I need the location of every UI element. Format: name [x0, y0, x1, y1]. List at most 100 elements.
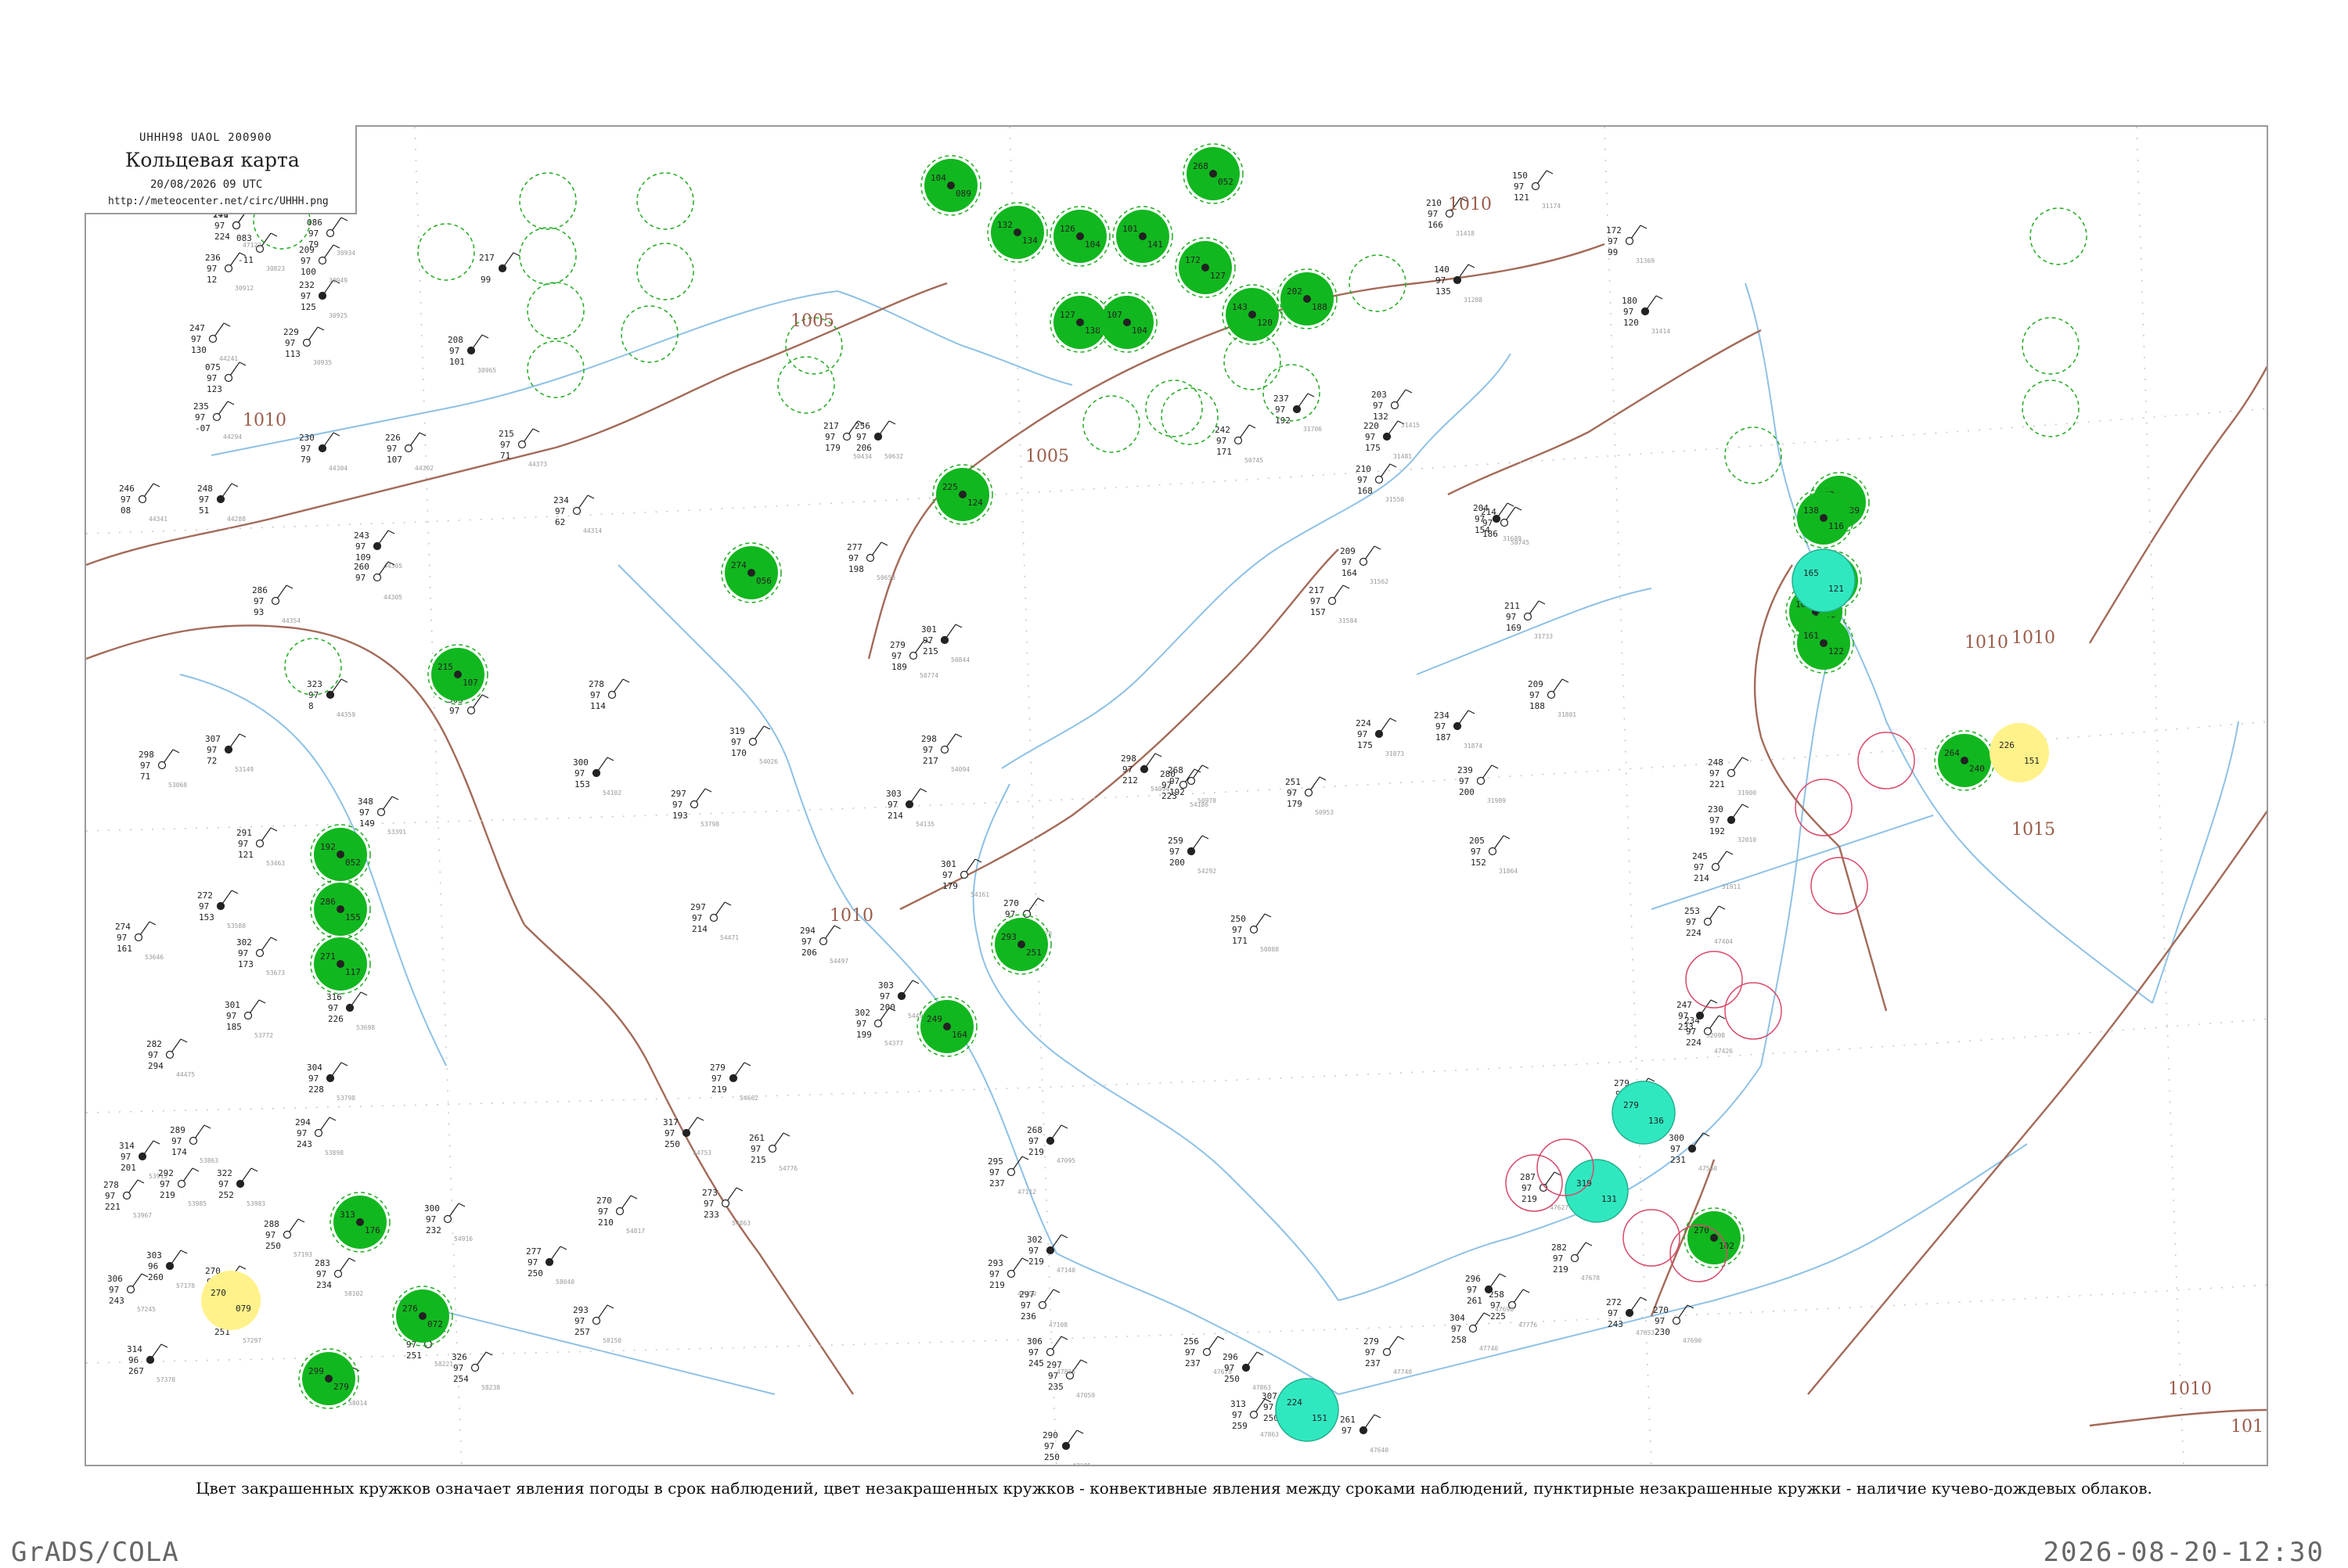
temperature-value: 277 — [526, 1246, 542, 1257]
temperature-value: 234 — [1434, 710, 1449, 721]
pressure-value: 260 — [148, 1272, 164, 1282]
temperature-value: 286 — [252, 585, 268, 595]
pressure-value: 125 — [301, 302, 316, 312]
cloud-cover-icon — [1201, 264, 1209, 272]
wind-barb-flag — [1389, 463, 1397, 468]
cloud-cover-icon — [373, 541, 382, 551]
temperature-value: 217 — [479, 253, 495, 263]
cumulonimbus-ring — [519, 227, 577, 285]
pressure-value: 100 — [301, 267, 316, 277]
dew-point-value: 97 — [1028, 1246, 1039, 1256]
pressure-value: 250 — [1044, 1452, 1060, 1462]
wind-barb-flag — [153, 483, 160, 487]
wind-barb-flag — [1397, 420, 1405, 425]
temperature-value: 278 — [589, 679, 604, 689]
temperature-value: 303 — [886, 789, 902, 799]
station-index: 54493 — [908, 1012, 927, 1020]
dew-point-value: 97 — [848, 553, 859, 563]
wind-barb-flag — [1741, 804, 1749, 808]
cumulonimbus-ring — [1145, 379, 1203, 437]
thunder-ring — [1795, 779, 1853, 836]
dew-point-value: 97 — [359, 807, 369, 818]
cloud-cover-icon — [498, 264, 507, 273]
wind-barb-flag — [1468, 264, 1475, 268]
footer-timestamp: 2026-08-20-12:30 — [2043, 1537, 2325, 1568]
pressure-value: 171 — [1216, 447, 1232, 457]
river — [2152, 721, 2239, 1004]
station-index: 44304 — [329, 465, 348, 472]
temperature-value: 260 — [354, 562, 369, 572]
cloud-cover-icon — [1248, 311, 1256, 318]
pressure-value: 168 — [1357, 486, 1373, 496]
temperature-value: 270 — [1003, 898, 1019, 908]
wind-barb-flag — [1201, 835, 1209, 840]
isobar-label: 101 — [2231, 1417, 2263, 1437]
pressure-value: 169 — [1506, 623, 1522, 633]
temperature-value: 298 — [921, 734, 937, 744]
dew-point-value: 97 — [856, 1019, 866, 1029]
dew-point-value: 97 — [1232, 925, 1242, 935]
pressure-value: 212 — [1122, 775, 1138, 786]
dew-point-value: 97 — [989, 1269, 999, 1279]
station-index: 50953 — [1315, 809, 1334, 816]
cumulonimbus-ring — [310, 824, 371, 885]
cloud-cover-icon — [1500, 518, 1509, 527]
station-index: 47678 — [1581, 1275, 1600, 1282]
wind-barb-flag — [180, 1250, 188, 1254]
cloud-cover-icon — [1292, 405, 1302, 414]
pressure-value: 176 — [365, 1225, 380, 1235]
pressure-value: 223 — [1161, 791, 1177, 801]
temperature-value: 126 — [1060, 224, 1075, 234]
cloud-cover-icon — [333, 1269, 343, 1278]
cloud-cover-icon — [1139, 232, 1147, 240]
cloud-cover-icon — [337, 960, 344, 968]
wind-barb-flag — [387, 561, 395, 566]
pressure-value: 141 — [1147, 239, 1163, 250]
wind-barb-flag — [348, 1257, 356, 1262]
station-index: 47095 — [1057, 1157, 1075, 1164]
dew-point-value: 97 — [888, 800, 898, 810]
pressure-value: 267 — [128, 1366, 144, 1376]
temperature-value: 282 — [1551, 1243, 1567, 1253]
cloud-cover-icon — [1687, 1144, 1697, 1153]
pressure-value: 155 — [345, 912, 361, 922]
cloud-cover-icon — [1249, 925, 1259, 934]
wind-barb-flag — [1655, 295, 1663, 300]
station-index: 31550 — [1385, 496, 1404, 503]
thunder-ring — [1857, 732, 1915, 789]
dew-point-value: 97 — [1263, 1402, 1273, 1412]
cloud-cover-icon — [960, 870, 969, 879]
cloud-cover-icon — [165, 1050, 175, 1059]
cloud-cover-icon — [1209, 170, 1217, 178]
wind-barb-flag — [955, 733, 963, 738]
wind-barb-flag — [834, 925, 841, 930]
pressure-value: 206 — [856, 443, 872, 453]
pressure-value: 279 — [333, 1382, 349, 1392]
river — [1001, 353, 1511, 769]
river — [211, 290, 838, 456]
wind-barb-flag — [1264, 1398, 1272, 1403]
dew-point-value: 97 — [105, 1191, 115, 1201]
cloud-cover-icon — [592, 1316, 601, 1325]
cloud-cover-icon — [905, 800, 914, 809]
cumulonimbus-ring — [1183, 143, 1244, 204]
cloud-cover-icon — [224, 745, 233, 754]
cloud-cover-icon — [1672, 1316, 1681, 1325]
cumulonimbus-ring — [1082, 395, 1140, 453]
cloud-cover-icon — [243, 1011, 253, 1020]
pressure-value: 254 — [453, 1374, 469, 1384]
station-index: 54817 — [626, 1228, 645, 1235]
cloud-cover-icon — [607, 690, 617, 699]
dew-point-value: 97 — [1514, 182, 1524, 192]
cloud-cover-icon — [1046, 1347, 1055, 1357]
